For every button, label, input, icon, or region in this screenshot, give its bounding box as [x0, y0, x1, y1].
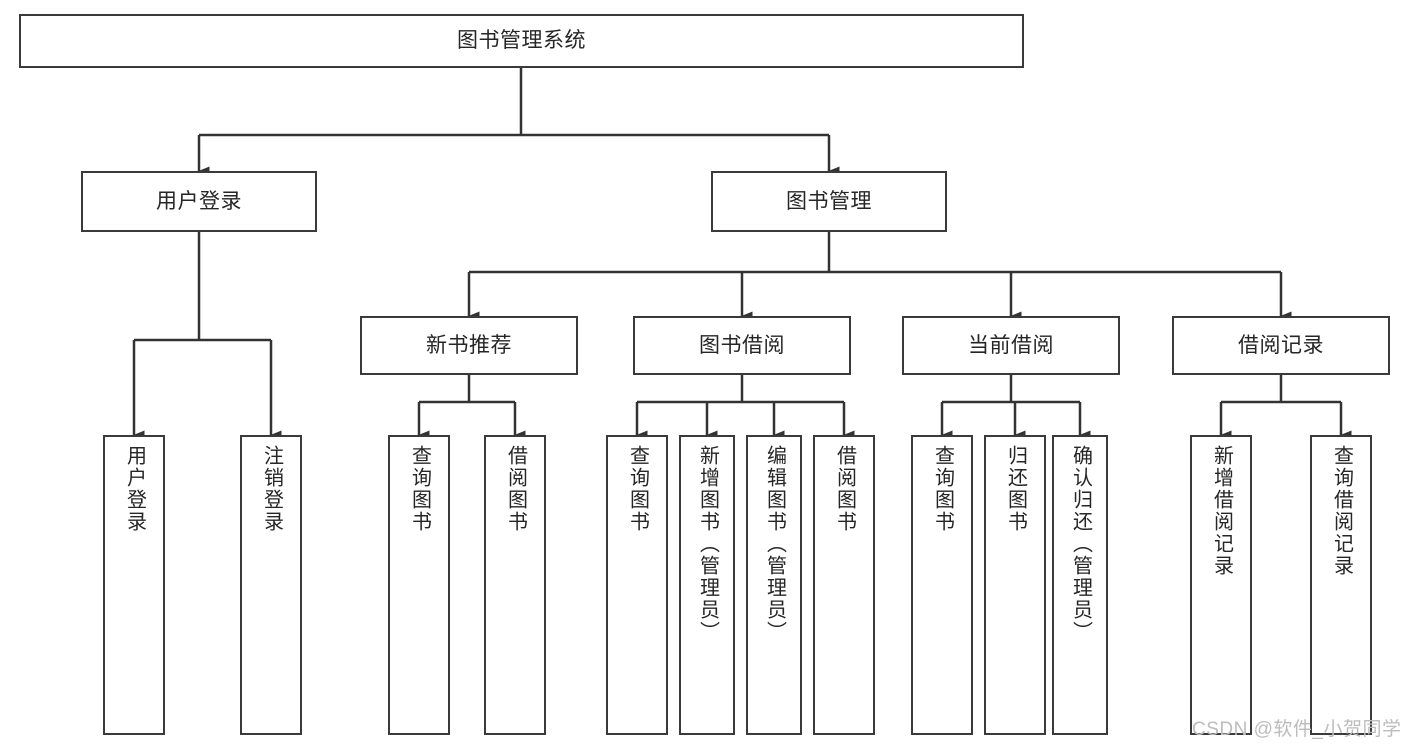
node-leaf-user-login[interactable]: 用户登录 [103, 435, 165, 735]
node-borrow-record-label: 借阅记录 [1238, 333, 1324, 357]
node-book-management-label: 图书管理 [786, 189, 872, 213]
node-current-borrow[interactable]: 当前借阅 [902, 316, 1120, 375]
node-leaf-confirm-return-admin-label: 确认归还（管理员） [1069, 445, 1092, 643]
node-leaf-add-book-admin-label: 新增图书（管理员） [696, 445, 719, 643]
node-leaf-add-borrow-record-label: 新增借阅记录 [1210, 445, 1233, 577]
node-leaf-query-book-borrow-label: 查询图书 [626, 445, 649, 533]
node-leaf-edit-book-admin-label: 编辑图书（管理员） [763, 445, 786, 643]
node-root[interactable]: 图书管理系统 [19, 14, 1024, 68]
node-leaf-user-login-label: 用户登录 [123, 445, 146, 533]
node-leaf-borrow-book-rec-label: 借阅图书 [504, 445, 527, 533]
node-book-borrow[interactable]: 图书借阅 [633, 316, 851, 375]
node-leaf-add-borrow-record[interactable]: 新增借阅记录 [1190, 435, 1252, 735]
node-leaf-borrow-book[interactable]: 借阅图书 [813, 435, 875, 735]
node-book-management[interactable]: 图书管理 [711, 171, 947, 232]
node-root-label: 图书管理系统 [457, 29, 586, 53]
node-leaf-edit-book-admin[interactable]: 编辑图书（管理员） [746, 435, 802, 735]
node-new-book-recommend[interactable]: 新书推荐 [360, 316, 578, 375]
node-user-login[interactable]: 用户登录 [81, 171, 317, 232]
edge-layer [132, 68, 1352, 440]
node-leaf-add-book-admin[interactable]: 新增图书（管理员） [679, 435, 735, 735]
node-leaf-query-book-rec[interactable]: 查询图书 [388, 435, 450, 735]
node-leaf-confirm-return-admin[interactable]: 确认归还（管理员） [1052, 435, 1108, 735]
node-user-login-label: 用户登录 [156, 189, 242, 213]
node-leaf-query-book-rec-label: 查询图书 [408, 445, 431, 533]
node-leaf-return-book-label: 归还图书 [1004, 445, 1027, 533]
node-leaf-query-borrow-record-label: 查询借阅记录 [1330, 445, 1353, 577]
node-leaf-borrow-book-label: 借阅图书 [833, 445, 856, 533]
node-leaf-logout[interactable]: 注销登录 [240, 435, 302, 735]
node-leaf-query-book-borrow[interactable]: 查询图书 [606, 435, 668, 735]
node-book-borrow-label: 图书借阅 [699, 333, 785, 357]
node-new-book-recommend-label: 新书推荐 [426, 333, 512, 357]
node-leaf-query-borrow-record[interactable]: 查询借阅记录 [1310, 435, 1372, 735]
node-leaf-query-book-current-label: 查询图书 [931, 445, 954, 533]
node-leaf-return-book[interactable]: 归还图书 [984, 435, 1046, 735]
node-leaf-borrow-book-rec[interactable]: 借阅图书 [484, 435, 546, 735]
node-current-borrow-label: 当前借阅 [968, 333, 1054, 357]
node-leaf-query-book-current[interactable]: 查询图书 [911, 435, 973, 735]
node-leaf-logout-label: 注销登录 [260, 445, 283, 533]
node-borrow-record[interactable]: 借阅记录 [1172, 316, 1390, 375]
